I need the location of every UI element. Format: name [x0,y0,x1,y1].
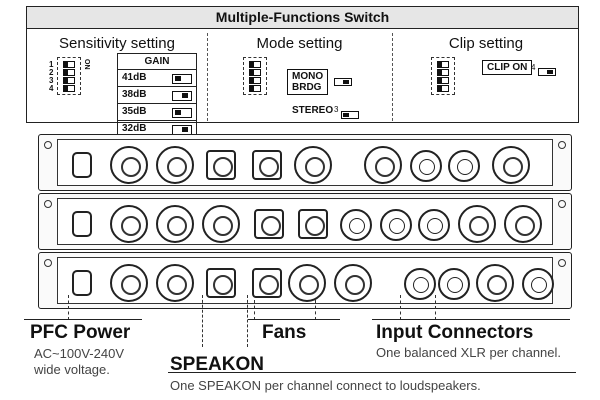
xlr-connector-icon [438,268,470,300]
mode-dip-switch [243,57,267,95]
section-divider [207,33,208,121]
mono-brdg-box: MONO BRDG [287,69,329,95]
fans-underline [248,319,340,320]
fan-icon [110,146,148,184]
clip-switch-icon [538,63,556,81]
fan-icon [334,264,372,302]
sensitivity-setting-title: Sensitivity setting [59,35,175,52]
speakon-connector-icon [252,268,282,298]
fan-icon [294,146,332,184]
fan-icon [504,205,542,243]
clip-on-label: CLIP ON [482,60,533,75]
speakon-leader-line [202,295,203,347]
gain-row: 35dB [118,103,196,121]
xlr-connector-icon [404,268,436,300]
gain-row: 41dB [118,69,196,87]
rack-ear-hole [558,141,566,149]
pfc-voltage-line1: AC~100V-240V [34,346,124,361]
clip-setting-title: Clip setting [448,35,524,52]
gain-row: 38dB [118,86,196,104]
pfc-power-title: PFC Power [30,322,131,343]
fans-leader-line [315,300,316,320]
power-inlet-icon [72,152,92,178]
rack-ear-hole [44,141,52,149]
input-leader-line [400,295,401,320]
speakon-connector-icon [206,150,236,180]
fan-icon [156,146,194,184]
sensitivity-dip-switch [57,57,81,95]
input-leader-line [435,295,436,320]
speakon-connector-icon [298,209,328,239]
dip-numbers: 1 2 3 4 [49,60,54,93]
clip-num: 4 [531,63,536,72]
fan-icon [476,264,514,302]
fan-icon [364,146,402,184]
fan-icon [492,146,530,184]
rack-ear-hole [44,259,52,267]
xlr-connector-icon [340,209,372,241]
speakon-title: SPEAKON [170,354,264,375]
fan-icon [156,205,194,243]
gain-table: GAIN 41dB 38dB 35dB 32dB [117,53,197,141]
clip-dip-switch [431,57,455,95]
gain-header: GAIN [144,56,170,67]
stereo-label: STEREO [292,105,334,116]
fan-icon [288,264,326,302]
pfc-leader-line [68,295,69,320]
fan-icon [202,205,240,243]
xlr-connector-icon [448,150,480,182]
fan-icon [156,264,194,302]
fan-icon [110,205,148,243]
speakon-connector-icon [254,209,284,239]
mode-setting-title: Mode setting [256,35,343,52]
xlr-connector-icon [418,209,450,241]
xlr-connector-icon [380,209,412,241]
speakon-leader-line [247,295,248,347]
input-connectors-desc: One balanced XLR per channel. [376,345,562,360]
switch-panel-title: Multiple-Functions Switch [27,7,578,29]
rack-ear-hole [44,200,52,208]
fan-icon [110,264,148,302]
fans-leader-line [254,300,255,320]
rack-ear-hole [558,259,566,267]
speakon-underline [168,372,576,373]
amplifier-rack-1 [38,134,572,191]
power-inlet-icon [72,270,92,296]
fan-icon [458,205,496,243]
xlr-connector-icon [522,268,554,300]
rack-ear-hole [558,200,566,208]
mono-switch-icon [334,73,352,91]
speakon-connector-icon [206,268,236,298]
pfc-voltage-line2: wide voltage. [34,362,110,377]
stereo-switch-icon [341,106,359,124]
speakon-connector-icon [252,150,282,180]
input-underline [372,319,570,320]
input-connectors-title: Input Connectors [376,322,534,343]
fans-title: Fans [262,322,307,343]
pfc-underline [24,319,142,320]
amplifier-rack-2 [38,193,572,250]
speakon-desc: One SPEAKON per channel connect to louds… [170,378,481,393]
power-inlet-icon [72,211,92,237]
multiple-functions-switch-panel: Multiple-Functions Switch Sensitivity se… [26,6,579,141]
xlr-connector-icon [410,150,442,182]
stereo-num: 3 [334,105,339,114]
section-divider [392,33,393,121]
amplifier-rack-3 [38,252,572,309]
on-label: ON [83,59,90,70]
